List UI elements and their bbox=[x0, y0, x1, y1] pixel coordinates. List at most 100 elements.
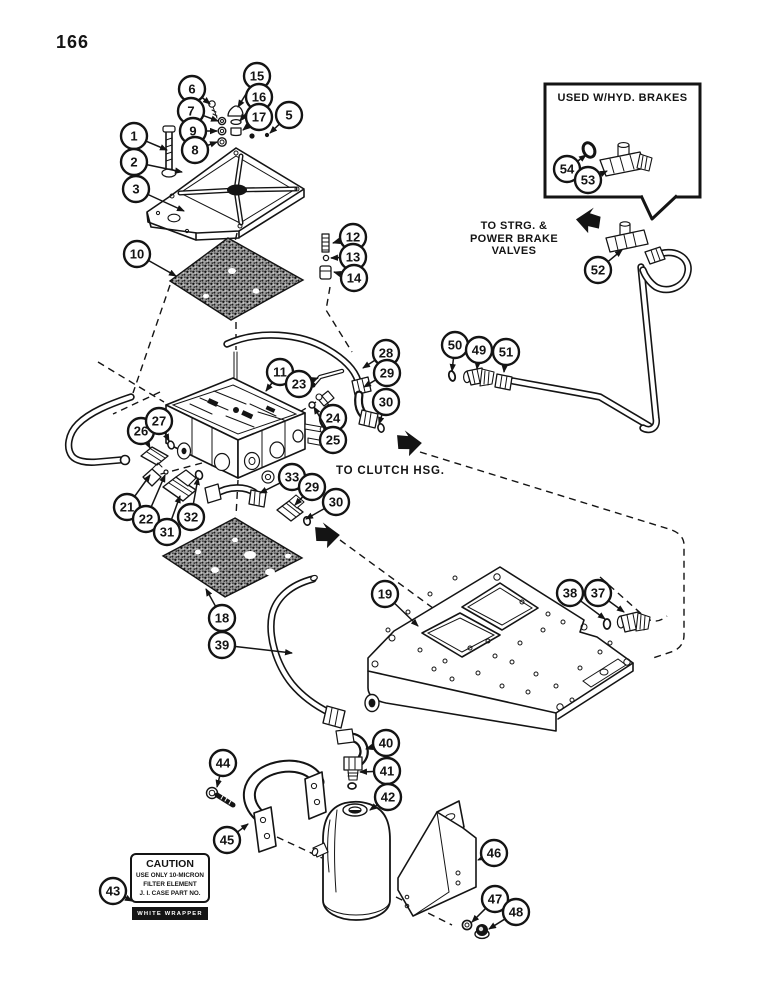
plate-hardware bbox=[161, 100, 270, 178]
callout-51: 51 bbox=[491, 337, 521, 373]
callout-38: 38 bbox=[555, 578, 606, 620]
flow-arrows bbox=[315, 207, 601, 549]
svg-text:29: 29 bbox=[380, 366, 394, 381]
svg-text:11: 11 bbox=[273, 365, 287, 380]
svg-text:14: 14 bbox=[347, 271, 362, 286]
svg-text:54: 54 bbox=[560, 162, 575, 177]
svg-text:32: 32 bbox=[184, 510, 198, 525]
svg-text:13: 13 bbox=[346, 250, 360, 265]
callout-40: 40 bbox=[365, 728, 401, 758]
callout-44: 44 bbox=[208, 748, 238, 788]
arrow-to-clutch-lower bbox=[315, 522, 340, 549]
callout-8: 8 bbox=[180, 135, 218, 165]
callout-32: 32 bbox=[176, 477, 206, 532]
caution-line2: FILTER ELEMENT bbox=[143, 880, 197, 888]
svg-text:22: 22 bbox=[139, 512, 153, 527]
svg-text:5: 5 bbox=[285, 108, 292, 123]
svg-text:28: 28 bbox=[379, 346, 393, 361]
svg-text:31: 31 bbox=[160, 525, 174, 540]
to-strg-line3: VALVES bbox=[491, 245, 537, 257]
callout-22: 22 bbox=[131, 474, 166, 534]
gasket-upper bbox=[168, 237, 305, 321]
svg-text:25: 25 bbox=[326, 433, 340, 448]
caution-line1: USE ONLY 10-MICRON bbox=[136, 872, 204, 879]
callout-49: 49 bbox=[464, 335, 494, 370]
svg-text:6: 6 bbox=[188, 82, 195, 97]
svg-text:44: 44 bbox=[216, 756, 231, 771]
callout-17: 17 bbox=[242, 102, 274, 132]
svg-text:49: 49 bbox=[472, 343, 486, 358]
callout-48: 48 bbox=[488, 897, 531, 930]
svg-text:50: 50 bbox=[448, 338, 462, 353]
callout-30: 30 bbox=[371, 387, 401, 425]
svg-text:8: 8 bbox=[191, 143, 198, 158]
svg-text:10: 10 bbox=[130, 247, 144, 262]
caution-decal: CAUTION USE ONLY 10-MICRON FILTER ELEMEN… bbox=[130, 853, 210, 921]
svg-text:7: 7 bbox=[187, 104, 194, 119]
callout-3: 3 bbox=[121, 174, 185, 212]
arrow-to-clutch-upper bbox=[397, 430, 422, 457]
svg-text:51: 51 bbox=[499, 345, 513, 360]
svg-text:45: 45 bbox=[220, 833, 234, 848]
hyd-brakes-box-label: USED W/HYD. BRAKES bbox=[557, 92, 688, 104]
svg-text:29: 29 bbox=[305, 480, 319, 495]
svg-text:38: 38 bbox=[563, 586, 577, 601]
svg-text:27: 27 bbox=[152, 414, 166, 429]
o-ring-41 bbox=[347, 782, 357, 790]
to-clutch-label: TO CLUTCH HSG. bbox=[336, 465, 445, 477]
to-strg-label: TO STRG. & POWER BRAKE VALVES bbox=[458, 220, 570, 258]
callout-47: 47 bbox=[471, 884, 510, 923]
callout-45: 45 bbox=[212, 823, 249, 855]
tube-39-ends bbox=[310, 574, 346, 729]
bolt-44 bbox=[205, 786, 236, 808]
plug-fitting-37 bbox=[616, 611, 651, 633]
callout-42: 42 bbox=[369, 782, 403, 812]
callout-1: 1 bbox=[119, 121, 168, 151]
svg-text:33: 33 bbox=[285, 470, 299, 485]
svg-text:24: 24 bbox=[326, 411, 341, 426]
elbow-fitting-40 bbox=[335, 728, 369, 790]
svg-text:1: 1 bbox=[130, 129, 137, 144]
tee-fitting-52 bbox=[605, 221, 666, 265]
svg-text:23: 23 bbox=[292, 377, 306, 392]
callout-29: 29 bbox=[294, 472, 327, 506]
arrow-to-strg bbox=[575, 207, 601, 234]
svg-text:30: 30 bbox=[379, 395, 393, 410]
svg-text:52: 52 bbox=[591, 263, 605, 278]
svg-text:48: 48 bbox=[509, 905, 523, 920]
svg-text:43: 43 bbox=[106, 884, 120, 899]
hose-lines bbox=[64, 248, 692, 717]
caution-footer: WHITE WRAPPER bbox=[132, 907, 208, 921]
mounting-bracket bbox=[397, 800, 477, 917]
o-ring-54 bbox=[581, 141, 597, 159]
callout-53: 53 bbox=[573, 165, 608, 195]
svg-text:26: 26 bbox=[134, 424, 148, 439]
caution-decal-box: CAUTION USE ONLY 10-MICRON FILTER ELEMEN… bbox=[130, 853, 210, 904]
svg-text:42: 42 bbox=[381, 790, 395, 805]
washer-47 bbox=[461, 919, 473, 931]
svg-text:2: 2 bbox=[130, 155, 137, 170]
callout-29: 29 bbox=[363, 358, 402, 388]
to-strg-line1: TO STRG. & bbox=[480, 220, 548, 232]
callout-14: 14 bbox=[333, 263, 369, 293]
gasket-lower bbox=[161, 517, 304, 598]
top-cover-plate bbox=[146, 147, 305, 241]
callout-19: 19 bbox=[370, 579, 419, 627]
nut-48 bbox=[474, 924, 490, 940]
svg-text:40: 40 bbox=[379, 736, 393, 751]
callout-27: 27 bbox=[144, 406, 174, 442]
callout-6: 6 bbox=[177, 74, 211, 105]
svg-text:21: 21 bbox=[120, 500, 134, 515]
callout-41: 41 bbox=[359, 756, 402, 786]
svg-text:15: 15 bbox=[250, 69, 264, 84]
svg-text:16: 16 bbox=[252, 90, 266, 105]
page-number: 166 bbox=[56, 32, 90, 52]
callout-50: 50 bbox=[440, 330, 470, 372]
filter-canister bbox=[311, 800, 391, 921]
svg-text:41: 41 bbox=[380, 764, 394, 779]
clamp-strap bbox=[242, 759, 327, 853]
callout-30: 30 bbox=[305, 487, 351, 520]
svg-text:46: 46 bbox=[487, 846, 501, 861]
svg-text:47: 47 bbox=[488, 892, 502, 907]
